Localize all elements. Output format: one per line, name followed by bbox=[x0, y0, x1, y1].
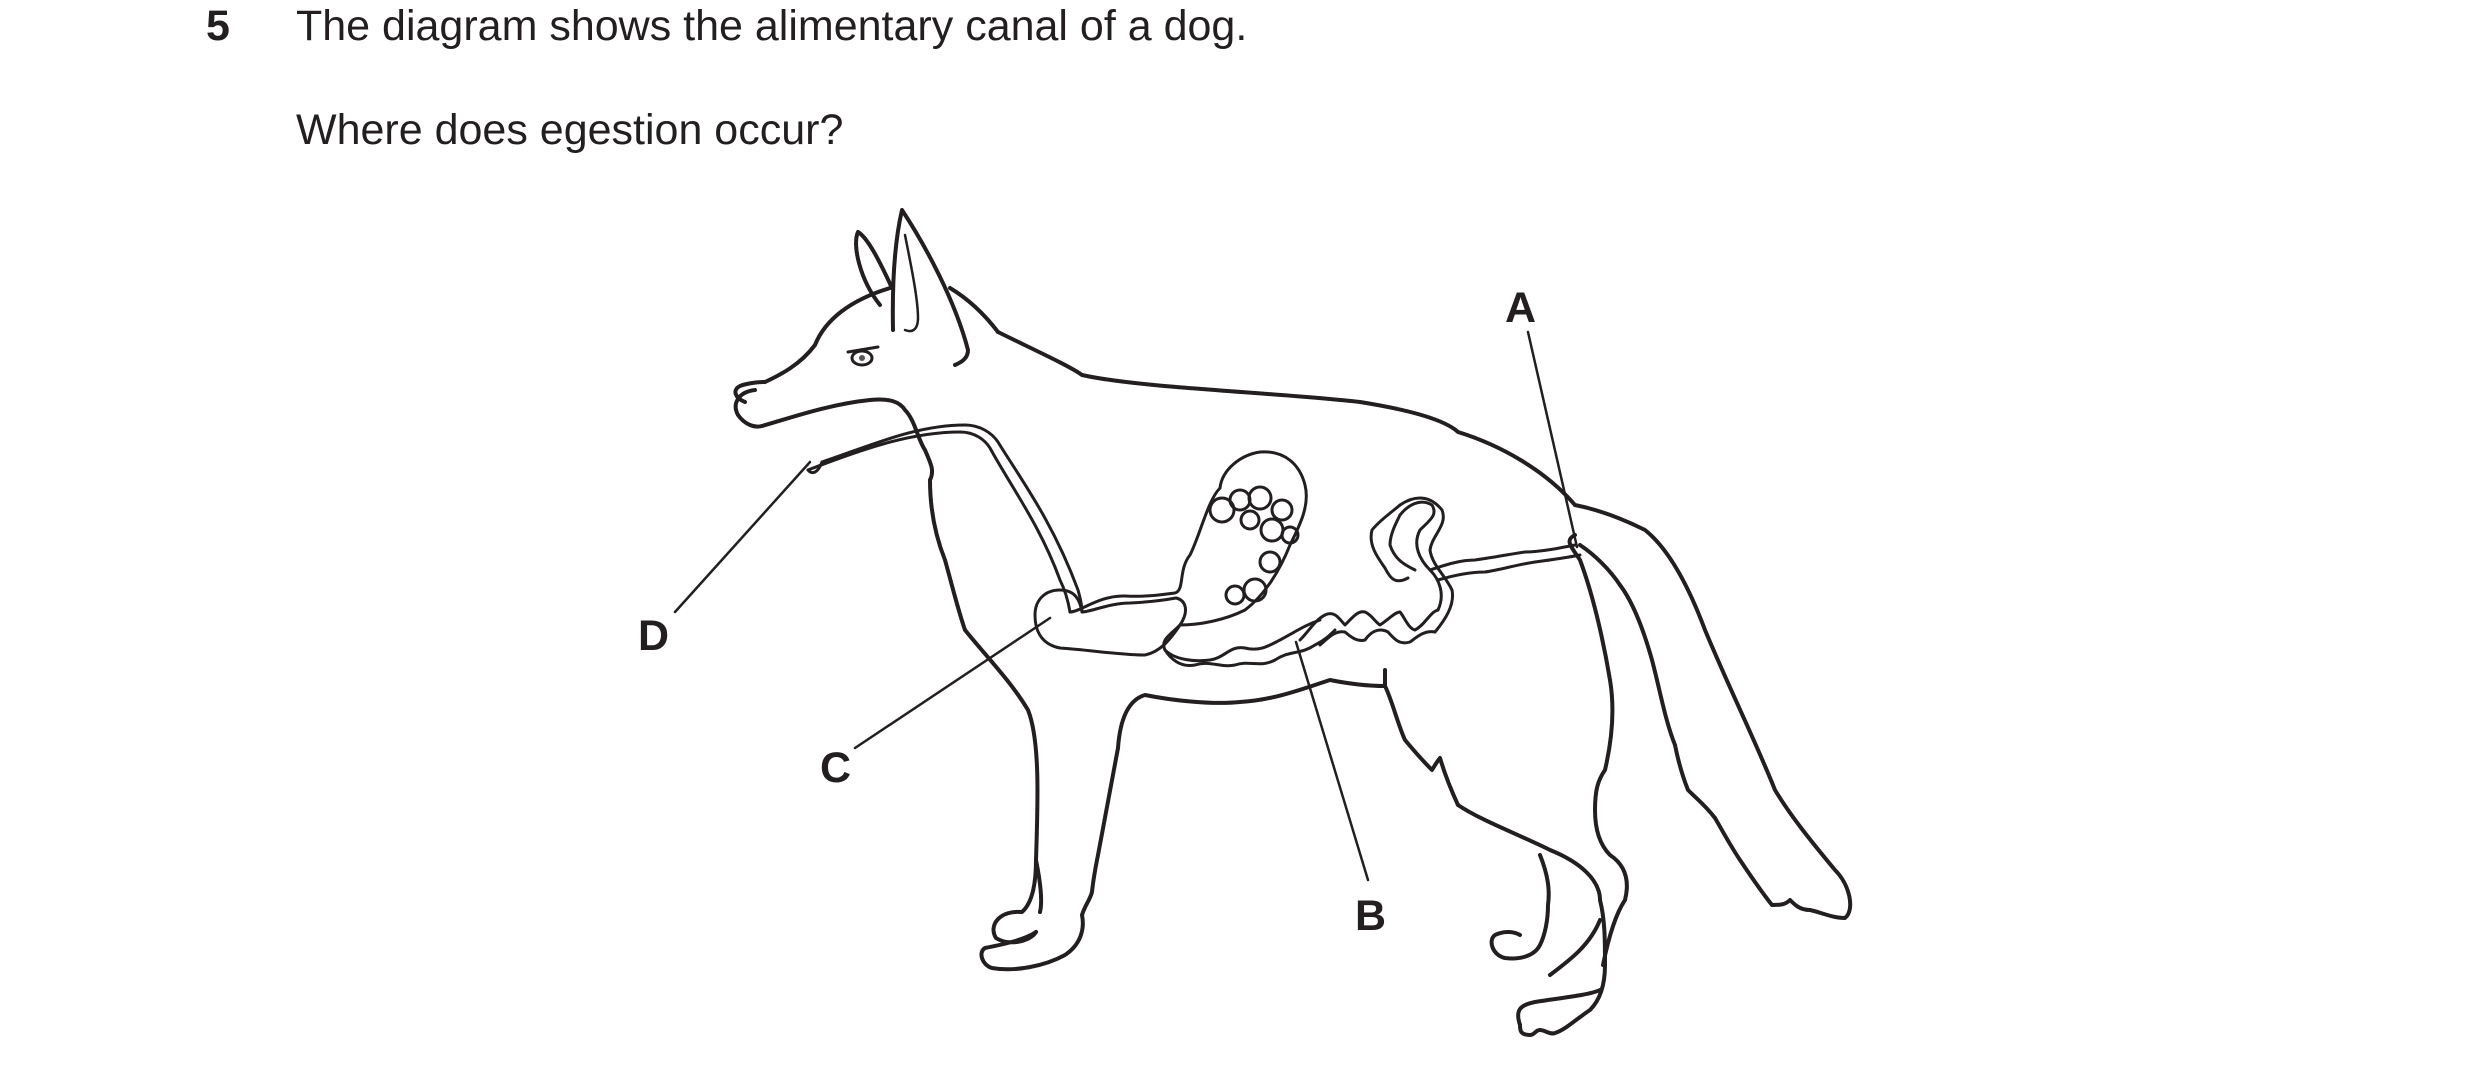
pointer-line-a bbox=[1526, 330, 1579, 549]
pointer-line-c bbox=[853, 616, 1052, 750]
label-d: D bbox=[638, 612, 669, 660]
pointer-lines bbox=[673, 330, 1579, 882]
label-a: A bbox=[1505, 284, 1536, 332]
label-c: C bbox=[820, 744, 851, 792]
pointer-line-d bbox=[673, 460, 812, 614]
label-b: B bbox=[1355, 892, 1386, 940]
dog-body-outline bbox=[733, 208, 1853, 1037]
question-prompt: Where does egestion occur? bbox=[296, 106, 844, 154]
question-number: 5 bbox=[206, 2, 230, 50]
alimentary-canal bbox=[806, 423, 1582, 668]
pointer-line-b bbox=[1294, 640, 1370, 882]
question-stem: The diagram shows the alimentary canal o… bbox=[296, 2, 1248, 50]
